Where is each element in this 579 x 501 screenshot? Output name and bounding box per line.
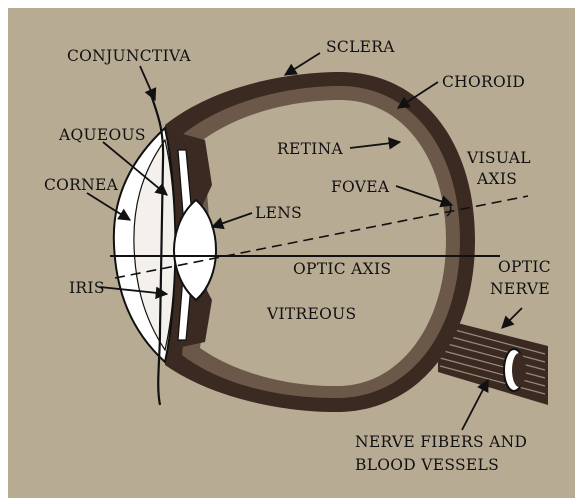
label-optic-axis: OPTIC AXIS [293, 260, 391, 278]
label-fovea: FOVEA [331, 178, 390, 196]
label-conjunctiva: CONJUNCTIVA [67, 47, 191, 65]
label-visual-axis-2: AXIS [476, 170, 517, 188]
label-aqueous: AQUEOUS [58, 126, 146, 144]
label-vitreous: VITREOUS [266, 305, 356, 323]
label-cornea: CORNEA [44, 176, 119, 194]
label-nerve-fibers-2: BLOOD VESSELS [355, 456, 499, 474]
label-nerve-fibers-1: NERVE FIBERS AND [355, 433, 527, 451]
label-sclera: SCLERA [326, 38, 395, 56]
label-iris: IRIS [69, 279, 105, 297]
label-optic-nerve-2: NERVE [490, 280, 550, 298]
label-visual-axis-1: VISUAL [466, 149, 531, 167]
label-retina: RETINA [277, 140, 344, 158]
label-choroid: CHOROID [442, 73, 525, 91]
label-optic-nerve-1: OPTIC [498, 258, 551, 276]
label-lens: LENS [255, 204, 302, 222]
